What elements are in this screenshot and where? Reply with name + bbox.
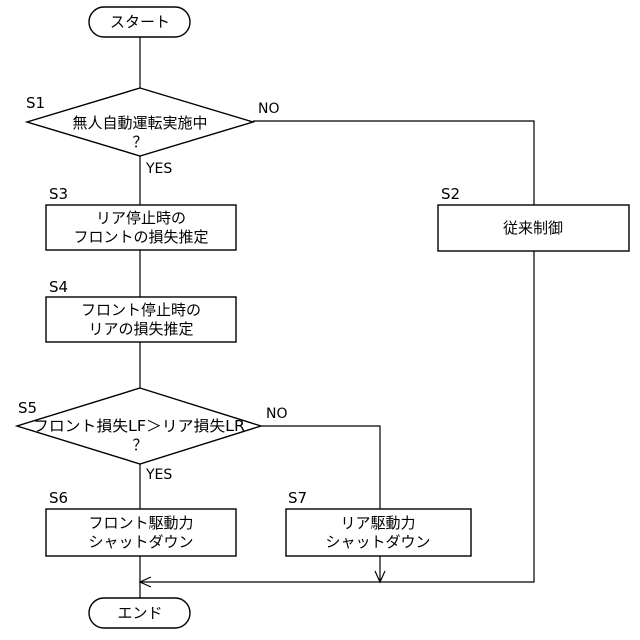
s1-decision: S1 無人自動運転実施中 ？ YES NO [26,88,280,177]
s6-step-label: S6 [49,489,68,507]
s5-yes-label: YES [145,467,172,483]
s5-question-text: フロント損失LF＞リア損失LR [33,417,245,435]
s1-question-mark: ？ [132,133,147,151]
s3-process: S3 リア停止時の フロントの損失推定 [46,185,236,250]
s3-process-line2: フロントの損失推定 [73,228,208,246]
s2-process-text: 従来制御 [503,219,563,237]
s6-process-line1: フロント駆動力 [88,514,193,532]
s5-question-mark: ？ [132,436,147,454]
s3-process-line1: リア停止時の [96,209,186,227]
s1-question-text: 無人自動運転実施中 [72,114,207,132]
s6-process: S6 フロント駆動力 シャットダウン [46,489,236,556]
s4-process: S4 フロント停止時の リアの損失推定 [46,278,236,342]
s2-step-label: S2 [441,185,460,203]
start-terminal-label: スタート [110,13,170,31]
connector-s1-no-s2 [253,121,534,205]
s5-step-label: S5 [18,399,37,417]
end-terminal-label: エンド [117,604,162,622]
s5-decision: S5 フロント損失LF＞リア損失LR ？ YES NO [17,388,288,483]
s1-no-label: NO [258,101,280,117]
s5-no-label: NO [266,406,288,422]
s6-process-line2: シャットダウン [88,533,193,551]
connector-s5-no-s7 [261,426,380,509]
s7-step-label: S7 [288,489,307,507]
end-terminal: エンド [89,598,190,628]
s4-process-line1: フロント停止時の [81,301,201,319]
s1-step-label: S1 [26,94,45,112]
s4-step-label: S4 [49,278,68,296]
s7-process: S7 リア駆動力 シャットダウン [286,489,471,556]
s1-yes-label: YES [145,161,172,177]
s4-process-line2: リアの損失推定 [88,320,193,338]
start-terminal: スタート [89,7,190,37]
s7-process-line1: リア駆動力 [340,514,415,532]
s7-process-line2: シャットダウン [325,533,430,551]
s3-step-label: S3 [49,185,68,203]
